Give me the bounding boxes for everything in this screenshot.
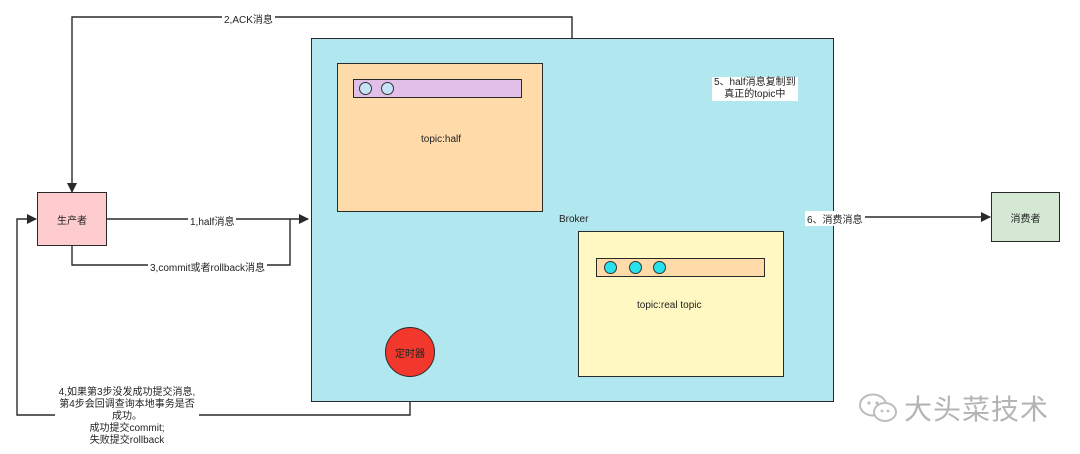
real-message-2: [629, 261, 642, 274]
edge-label-commit-rollback: 3,commit或者rollback消息: [148, 259, 268, 274]
timer-node: 定时器: [385, 327, 435, 377]
check-line-4: 成功提交commit;: [89, 423, 165, 434]
edge-ack: [67, 16, 573, 193]
watermark: 大头菜技术: [858, 388, 1049, 428]
copy-line-1: 5、half消息复制到: [714, 77, 796, 88]
consumer-node: 消费者: [991, 192, 1060, 242]
edge-label-consume: 6、消费消息: [805, 211, 865, 226]
watermark-text: 大头菜技术: [904, 393, 1050, 426]
real-message-1: [604, 261, 617, 274]
topic-real-queue: [596, 258, 765, 277]
wechat-icon: [859, 393, 897, 422]
real-message-3: [653, 261, 666, 274]
edge-label-copy-to-real: 5、half消息复制到 真正的topic中: [712, 77, 798, 101]
edge-check-back: [16, 214, 411, 416]
edge-label-half-message: 1,half消息: [188, 213, 237, 228]
producer-label: 生产者: [57, 215, 87, 227]
producer-node: 生产者: [37, 192, 107, 246]
topic-real-label: topic:real topic: [637, 300, 702, 311]
check-line-3: 成功。: [112, 411, 142, 422]
check-line-2: 第4步会回调查询本地事务是否: [59, 399, 195, 410]
copy-line-2: 真正的topic中: [724, 89, 786, 100]
check-line-5: 失败提交rollback: [89, 435, 165, 446]
half-message-1: [359, 82, 372, 95]
topic-half-queue: [353, 79, 522, 98]
broker-label: Broker: [559, 214, 589, 225]
timer-label: 定时器: [395, 348, 425, 360]
topic-half-label: topic:half: [421, 134, 462, 145]
check-line-1: 4,如果第3步没发成功提交消息,: [58, 387, 196, 398]
topic-real-box: [578, 231, 784, 377]
edge-label-check-back: 4,如果第3步没发成功提交消息, 第4步会回调查询本地事务是否 成功。 成功提交…: [55, 387, 199, 447]
consumer-label: 消费者: [1010, 213, 1041, 225]
edge-label-ack: 2,ACK消息: [222, 11, 275, 26]
half-message-2: [381, 82, 394, 95]
